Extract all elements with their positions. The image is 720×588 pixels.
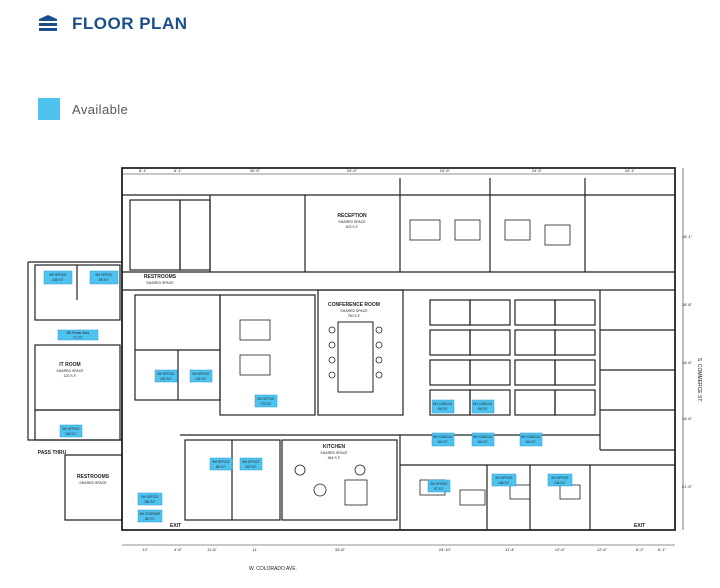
svg-text:64 S.F.: 64 S.F.	[478, 440, 488, 444]
stacked-layers-icon	[39, 15, 57, 31]
svg-text:24'-5": 24'-5"	[347, 168, 358, 173]
svg-text:11'-6": 11'-6"	[207, 547, 217, 552]
svg-text:8'-1": 8'-1"	[139, 168, 148, 173]
svg-text:23'-10": 23'-10"	[439, 547, 452, 552]
svg-text:BH CUBICLE: BH CUBICLE	[473, 402, 492, 406]
svg-text:146 S.F.: 146 S.F.	[498, 481, 510, 485]
pass-thru-label: PASS THRU	[38, 450, 67, 456]
restrooms-top-label: RESTROOMS	[144, 274, 177, 280]
svg-text:6'-1": 6'-1"	[174, 168, 183, 173]
svg-text:BH STORAGE: BH STORAGE	[140, 512, 161, 516]
svg-text:24'-5": 24'-5"	[440, 168, 451, 173]
svg-text:BH OFFICE: BH OFFICE	[257, 397, 274, 401]
svg-text:18'-8": 18'-8"	[682, 302, 693, 307]
street-east-label: S. COMMERCE ST.	[696, 358, 702, 402]
svg-text:85 S.F.: 85 S.F.	[99, 278, 109, 282]
svg-text:33'-8": 33'-8"	[335, 547, 346, 552]
svg-text:30'-5": 30'-5"	[250, 168, 261, 173]
restrooms-bottom-label: RESTROOMS	[77, 474, 110, 480]
svg-text:SHARED SPACE: SHARED SPACE	[79, 481, 107, 485]
svg-text:BH Printer Area: BH Printer Area	[67, 331, 89, 335]
kitchen-label: KITCHEN	[323, 444, 346, 450]
svg-text:BH CUBICLE: BH CUBICLE	[433, 402, 452, 406]
svg-text:64 S.F.: 64 S.F.	[526, 440, 536, 444]
svg-text:146 S.F.: 146 S.F.	[554, 481, 566, 485]
svg-text:SHARED SPACE: SHARED SPACE	[338, 220, 366, 224]
svg-text:11'-4": 11'-4"	[505, 547, 515, 552]
svg-text:18'-6": 18'-6"	[682, 416, 693, 421]
street-south-label: W. COLORADO AVE.	[249, 566, 297, 572]
svg-text:SHARED SPACE: SHARED SPACE	[56, 369, 84, 373]
svg-text:150 S.F.: 150 S.F.	[144, 500, 156, 504]
svg-text:18'-6": 18'-6"	[682, 360, 693, 365]
svg-text:12'-6": 12'-6"	[555, 547, 566, 552]
svg-text:SHARED SPACE: SHARED SPACE	[340, 309, 368, 313]
svg-text:120 S.F.: 120 S.F.	[64, 374, 77, 378]
svg-text:71 S.F.: 71 S.F.	[73, 336, 83, 340]
svg-text:6'-2": 6'-2"	[636, 547, 645, 552]
svg-text:145 S.F.: 145 S.F.	[52, 278, 64, 282]
svg-text:BH OFFICE: BH OFFICE	[49, 273, 66, 277]
svg-text:403 S.F.: 403 S.F.	[346, 225, 359, 229]
svg-text:12': 12'	[142, 547, 147, 552]
svg-text:750 S.F.: 750 S.F.	[348, 314, 361, 318]
it-room-label: IT ROOM	[59, 362, 80, 368]
svg-text:464 S.F.: 464 S.F.	[328, 456, 341, 460]
svg-text:108 S.F.: 108 S.F.	[65, 432, 77, 436]
exit-label-left: EXIT	[170, 523, 181, 529]
svg-text:BH CUBICLE: BH CUBICLE	[521, 435, 540, 439]
svg-text:SHARED SPACE: SHARED SPACE	[320, 451, 348, 455]
svg-text:21'-5": 21'-5"	[682, 484, 693, 489]
svg-text:BH CUBICLE: BH CUBICLE	[433, 435, 452, 439]
svg-text:86 S.F.: 86 S.F.	[216, 465, 226, 469]
svg-text:202 S.F.: 202 S.F.	[245, 465, 257, 469]
svg-text:97 S.F.: 97 S.F.	[434, 487, 444, 491]
svg-text:BH OFFICE: BH OFFICE	[95, 273, 112, 277]
svg-text:24'-5": 24'-5"	[532, 168, 543, 173]
svg-text:4'-6": 4'-6"	[174, 547, 183, 552]
svg-text:BH OFFICE: BH OFFICE	[141, 495, 158, 499]
svg-text:6'-1": 6'-1"	[658, 547, 667, 552]
svg-text:BH OFFICE: BH OFFICE	[192, 372, 209, 376]
page-title: FLOOR PLAN	[72, 14, 188, 33]
conference-room-label: CONFERENCE ROOM	[328, 302, 380, 308]
svg-text:BH OFFICE: BH OFFICE	[430, 482, 447, 486]
svg-text:18'-1": 18'-1"	[682, 234, 693, 239]
svg-text:12'-6": 12'-6"	[597, 547, 608, 552]
svg-text:BH OFFICE: BH OFFICE	[62, 427, 79, 431]
svg-text:BH CUBICLE: BH CUBICLE	[473, 435, 492, 439]
svg-text:770 S.F.: 770 S.F.	[260, 402, 272, 406]
svg-text:BH OFFICE: BH OFFICE	[242, 460, 259, 464]
svg-text:11': 11'	[253, 547, 258, 552]
legend: Available	[38, 98, 128, 120]
svg-text:88 S.F.: 88 S.F.	[145, 517, 155, 521]
svg-text:BH OFFICE: BH OFFICE	[157, 372, 174, 376]
svg-text:24'-1": 24'-1"	[625, 168, 636, 173]
svg-text:SHARED SPACE: SHARED SPACE	[146, 281, 174, 285]
svg-text:102 S.F.: 102 S.F.	[160, 377, 172, 381]
page-header: FLOOR PLAN	[38, 14, 188, 34]
legend-available-label: Available	[72, 101, 129, 117]
svg-text:BH OFFICE: BH OFFICE	[495, 476, 512, 480]
svg-text:64 S.F.: 64 S.F.	[478, 407, 488, 411]
svg-text:102 S.F.: 102 S.F.	[195, 377, 207, 381]
svg-text:BH OFFICE: BH OFFICE	[551, 476, 568, 480]
svg-text:64 S.F.: 64 S.F.	[438, 440, 448, 444]
reception-label: RECEPTION	[337, 213, 367, 219]
svg-text:BH OFFICE: BH OFFICE	[212, 460, 229, 464]
exit-label-right: EXIT	[634, 523, 645, 529]
svg-text:64 S.F.: 64 S.F.	[438, 407, 448, 411]
legend-available-swatch	[38, 98, 60, 120]
